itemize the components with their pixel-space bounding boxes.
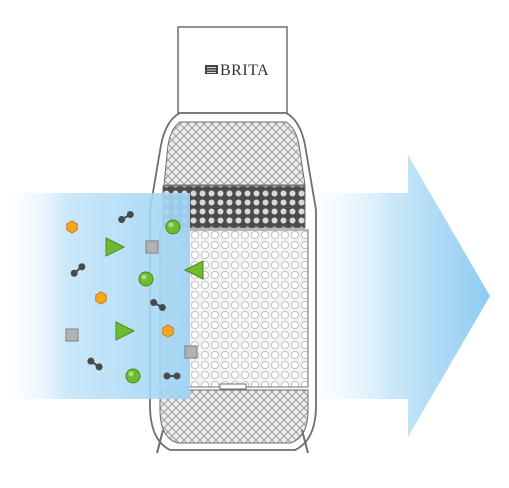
mesh-top-layer [163, 121, 306, 186]
particle-triangle-2 [105, 237, 126, 257]
contaminant-particles [65, 211, 204, 384]
mesh-bottom-layer [159, 389, 309, 444]
filtered-water-arrow [300, 155, 490, 437]
filter-cap: BRITA [177, 26, 288, 114]
outlet-slot [219, 383, 247, 390]
particle-circle-4 [165, 219, 181, 235]
particle-dumbbell-16 [163, 372, 181, 380]
particle-square-10 [65, 328, 79, 342]
right-leg [301, 429, 309, 454]
unfiltered-water-flow [0, 193, 190, 399]
particle-hexagon-8 [95, 291, 107, 305]
particle-triangle-7 [183, 260, 204, 280]
particle-dumbbell-1 [118, 211, 134, 223]
particle-dumbbell-14 [87, 357, 103, 371]
particle-circle-6 [138, 271, 154, 287]
filter-cartridge [149, 112, 317, 454]
particle-circle-15 [125, 368, 141, 384]
particle-triangle-11 [115, 321, 136, 341]
particle-hexagon-12 [162, 324, 174, 338]
logo-emblem-icon [205, 65, 218, 74]
particle-hexagon-0 [66, 220, 78, 234]
brand-name: BRITA [220, 62, 269, 79]
particle-dumbbell-5 [70, 263, 86, 277]
particle-dumbbell-9 [150, 299, 166, 311]
particle-square-13 [184, 345, 198, 359]
brita-logo: BRITA [205, 62, 269, 79]
left-leg [156, 429, 164, 454]
particle-square-3 [145, 240, 159, 254]
